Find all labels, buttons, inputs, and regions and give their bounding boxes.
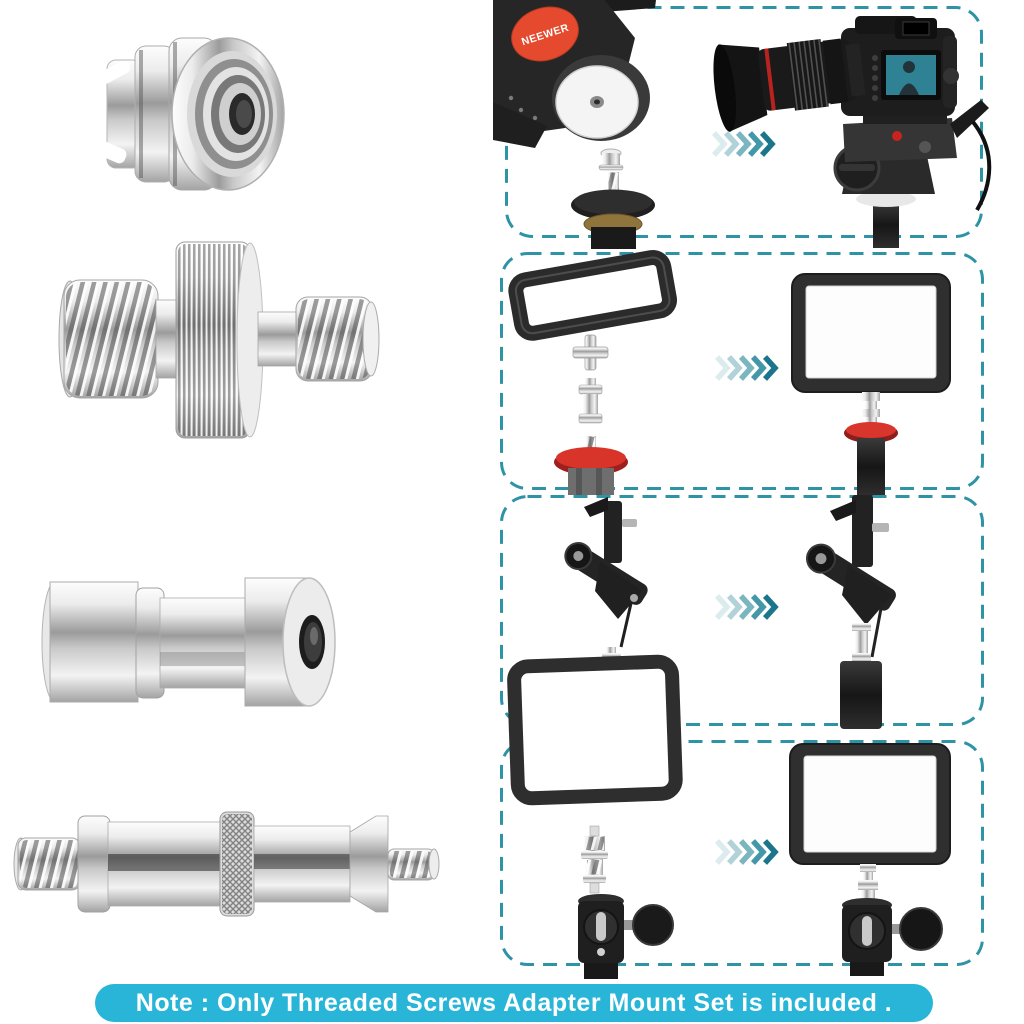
dashed-panel-border (500, 252, 984, 490)
camera-lcd-screen (881, 50, 941, 100)
arrow-chevrons (714, 593, 780, 621)
adapter-spool-female-image (41, 577, 336, 707)
double-stud-adapter-piece (581, 825, 608, 894)
adapter-spigot-stud-image (13, 811, 440, 917)
panel4-illustration (507, 654, 951, 979)
note-banner: Note : Only Threaded Screws Adapter Moun… (95, 984, 933, 1022)
led-panel-on-receiver (789, 743, 951, 976)
tripod-plate-with-screw (571, 172, 655, 249)
dashed-panel-border (500, 740, 984, 966)
fluid-head-with-logo: NEEWER (493, 0, 656, 148)
arrow-chevrons (714, 838, 780, 866)
arrow-chevrons (711, 130, 777, 158)
small-adapter-piece (598, 148, 624, 171)
dashed-panel-border (505, 6, 983, 238)
note-text: Note : Only Threaded Screws Adapter Moun… (135, 988, 893, 1017)
panel1-illustration: NEEWER (493, 0, 992, 249)
usage-panel-fluid-head-camera: NEEWER (493, 0, 992, 249)
spigot-adapter-piece (578, 378, 603, 424)
light-frame-top (507, 654, 683, 806)
dashed-panel-border (500, 495, 984, 726)
cross-adapter-piece (572, 334, 609, 371)
assembled-bracket-on-stand (805, 495, 896, 729)
adapter-female-thread-bushing-image (93, 37, 285, 191)
neewer-logo: NEEWER (511, 6, 579, 62)
panel2-illustration (508, 250, 951, 496)
camera-lens (713, 38, 866, 132)
adapter-double-male-knurled-image (58, 241, 380, 439)
led-panel-on-stand (791, 273, 951, 496)
dslr-camera-on-fluid-head (713, 16, 992, 248)
usage-panel-led-light-stand (500, 250, 984, 496)
red-ball-mount (554, 436, 628, 495)
light-frame-angled (508, 250, 677, 341)
arrow-chevrons (714, 354, 780, 382)
usage-panel-led-receiver (500, 654, 984, 979)
stand-receiver-with-knob (578, 894, 674, 979)
